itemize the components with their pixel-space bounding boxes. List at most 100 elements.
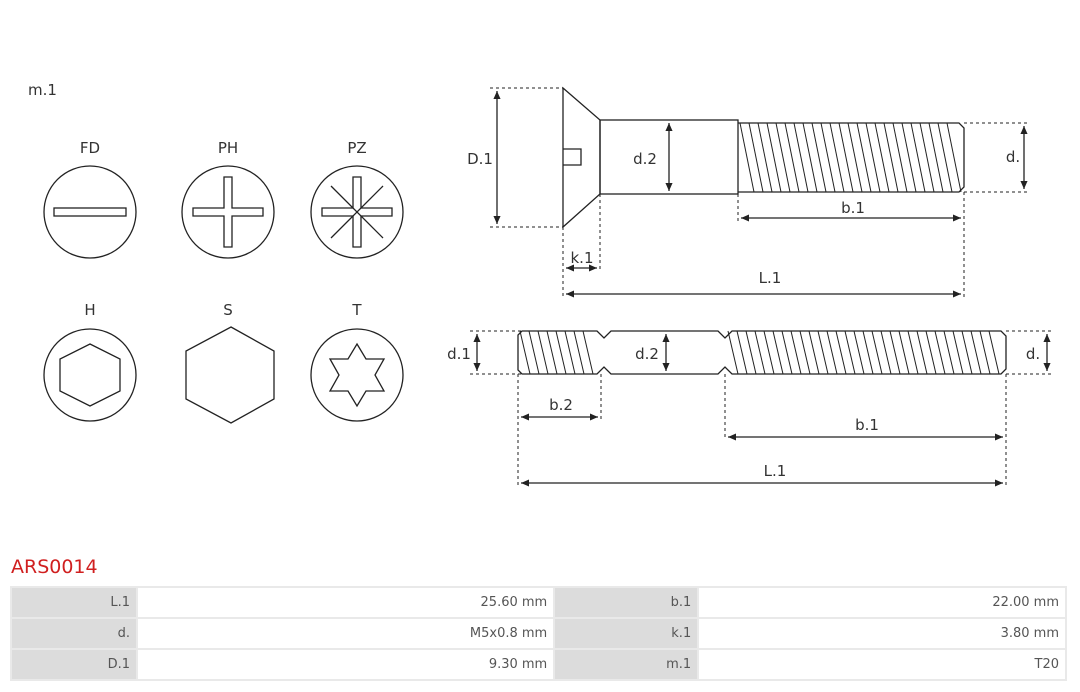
screw-label-k1: k.1 — [571, 249, 594, 267]
screw-diagram: m.1 FD PH PZ H S T — [28, 81, 1052, 487]
thread-line — [952, 330, 964, 375]
stud-label-d: d. — [1026, 345, 1040, 363]
spec-value: 25.60 mm — [138, 588, 554, 617]
thread-line — [988, 330, 1000, 375]
thread-line — [925, 330, 937, 375]
stud-drawing — [470, 330, 1052, 487]
thread-line — [847, 122, 863, 193]
thread-line — [862, 330, 874, 375]
thread-line — [865, 122, 881, 193]
spec-value: T20 — [699, 650, 1065, 679]
thread-line — [844, 330, 856, 375]
thread-line — [763, 330, 775, 375]
thread-line — [766, 122, 782, 193]
spec-key: L.1 — [12, 588, 136, 617]
spec-key: d. — [12, 619, 136, 648]
stud-label-b2: b.2 — [549, 396, 573, 414]
thread-line — [871, 330, 883, 375]
thread-line — [519, 330, 531, 375]
countersunk-screw-drawing — [490, 86, 1028, 298]
slotted-drive-icon — [43, 165, 137, 259]
thread-line — [901, 122, 917, 193]
thread-line — [826, 330, 838, 375]
stud-label-b1: b.1 — [855, 416, 879, 434]
part-code: ARS0014 — [11, 556, 98, 578]
spec-key: m.1 — [555, 650, 698, 679]
thread-line — [802, 122, 818, 193]
section-label: m.1 — [28, 81, 57, 99]
thread-line — [748, 122, 764, 193]
spec-key: D.1 — [12, 650, 136, 679]
thread-line — [745, 330, 757, 375]
thread-line — [817, 330, 829, 375]
thread-line — [889, 330, 901, 375]
hex-socket-drive-icon — [43, 328, 137, 422]
spec-value: 3.80 mm — [699, 619, 1065, 648]
thread-line — [853, 330, 865, 375]
thread-line — [934, 330, 946, 375]
thread-line — [754, 330, 766, 375]
thread-line — [916, 330, 928, 375]
thread-line — [970, 330, 982, 375]
thread-line — [564, 330, 576, 375]
thread-line — [537, 330, 549, 375]
thread-line — [961, 330, 973, 375]
screw-label-L1: L.1 — [759, 269, 782, 287]
thread-line — [928, 122, 944, 193]
thread-line — [979, 330, 991, 375]
spec-value: 9.30 mm — [138, 650, 554, 679]
thread-line — [772, 330, 784, 375]
thread-line — [781, 330, 793, 375]
screw-label-D1: D.1 — [467, 150, 493, 168]
torx-drive-icon — [310, 328, 404, 422]
hex-head-icon — [185, 326, 275, 424]
thread-line — [739, 122, 755, 193]
thread-line — [856, 122, 872, 193]
thread-line — [874, 122, 890, 193]
spec-key: b.1 — [555, 588, 698, 617]
spec-value: 22.00 mm — [699, 588, 1065, 617]
thread-line — [555, 330, 567, 375]
thread-line — [784, 122, 800, 193]
thread-line — [775, 122, 791, 193]
drive-label-ph: PH — [218, 139, 238, 157]
drive-label-fd: FD — [80, 139, 100, 157]
screw-label-b1: b.1 — [841, 199, 865, 217]
drive-label-h: H — [84, 301, 95, 319]
thread-line — [829, 122, 845, 193]
phillips-drive-icon — [181, 165, 275, 259]
thread-line — [892, 122, 908, 193]
thread-line — [937, 122, 953, 193]
stud-label-d1: d.1 — [447, 345, 471, 363]
thread-line — [838, 122, 854, 193]
thread-line — [808, 330, 820, 375]
pozidriv-drive-icon — [310, 165, 404, 259]
drive-label-s: S — [223, 301, 233, 319]
thread-line — [919, 122, 935, 193]
thread-line — [835, 330, 847, 375]
thread-line — [946, 122, 962, 193]
thread-line — [799, 330, 811, 375]
stud-label-d2: d.2 — [635, 345, 659, 363]
thread-line — [811, 122, 827, 193]
spec-table: L.1 25.60 mm b.1 22.00 mm d. M5x0.8 mm k… — [10, 586, 1067, 681]
thread-line — [943, 330, 955, 375]
thread-line — [573, 330, 585, 375]
drive-label-t: T — [351, 301, 362, 319]
thread-line — [907, 330, 919, 375]
thread-line — [582, 330, 594, 375]
table-row: D.1 9.30 mm m.1 T20 — [12, 650, 1065, 679]
screw-label-d: d. — [1006, 148, 1020, 166]
screw-label-d2: d.2 — [633, 150, 657, 168]
stud-label-L1: L.1 — [764, 462, 787, 480]
thread-line — [757, 122, 773, 193]
table-row: d. M5x0.8 mm k.1 3.80 mm — [12, 619, 1065, 648]
thread-line — [793, 122, 809, 193]
thread-line — [820, 122, 836, 193]
thread-line — [528, 330, 540, 375]
drive-label-pz: PZ — [347, 139, 366, 157]
thread-line — [898, 330, 910, 375]
thread-line — [736, 330, 748, 375]
thread-line — [790, 330, 802, 375]
thread-line — [880, 330, 892, 375]
